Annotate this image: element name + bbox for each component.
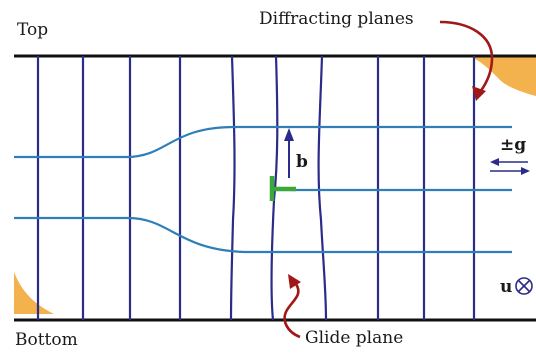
line-direction-label: u bbox=[500, 277, 512, 297]
shaded-region-bottom-left bbox=[14, 272, 54, 314]
top-label: Top bbox=[17, 20, 48, 40]
lower-slip-line bbox=[14, 218, 512, 252]
horizontal-lines bbox=[14, 127, 512, 252]
glide-plane-label: Glide plane bbox=[305, 328, 403, 348]
g-vector-label: ±g bbox=[500, 135, 526, 155]
diffracting-plane-lines bbox=[38, 56, 474, 320]
burgers-vector-arrow bbox=[284, 128, 294, 178]
diffracting-planes-label: Diffracting planes bbox=[259, 9, 414, 29]
plane-line bbox=[231, 56, 235, 320]
glide-plane-arrow bbox=[285, 274, 301, 337]
g-vector-arrows bbox=[490, 158, 530, 175]
upper-slip-line bbox=[14, 127, 512, 157]
burgers-vector-label: b bbox=[296, 152, 308, 172]
bottom-label: Bottom bbox=[15, 330, 78, 350]
plane-line bbox=[319, 56, 326, 320]
circled-cross-icon bbox=[516, 278, 532, 294]
